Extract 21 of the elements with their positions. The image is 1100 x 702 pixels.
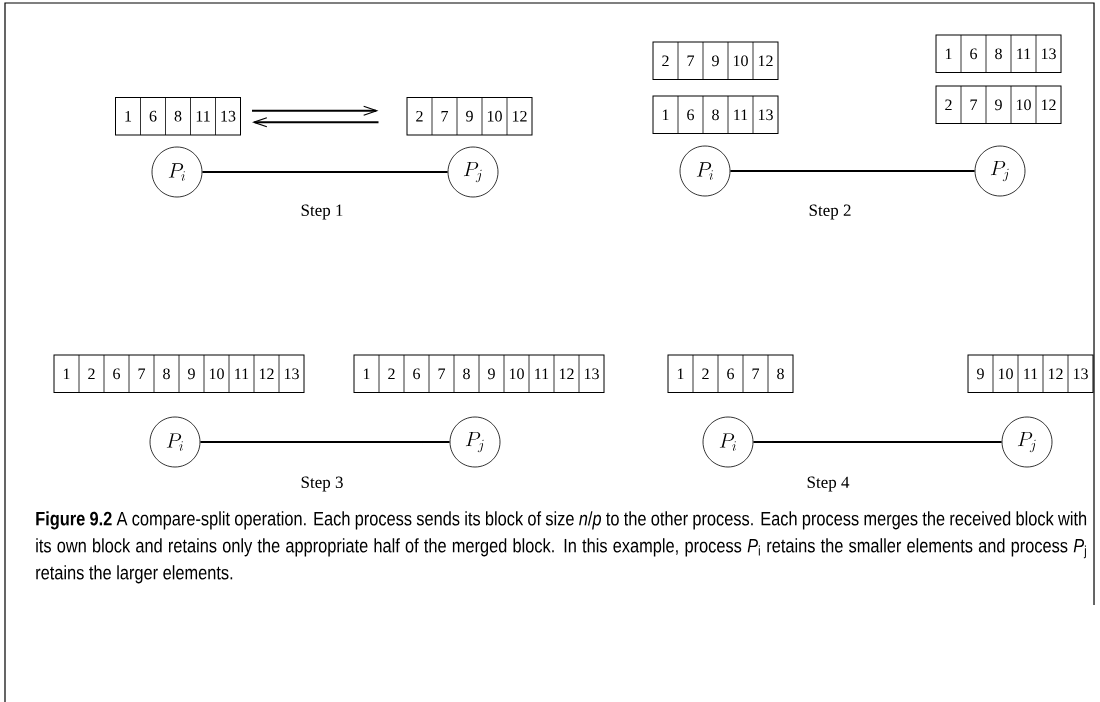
link-line	[752, 441, 1003, 443]
array-block: 2 7 9 10 12	[935, 85, 1062, 125]
arrow	[251, 105, 379, 116]
array-block: 1 2 6 7 8 9 10 11 12 13	[353, 354, 605, 394]
step-label: Step 4	[807, 476, 850, 492]
array-block: 1 2 6 7 8	[667, 354, 794, 394]
array-block: 9 10 11 12 13	[967, 354, 1094, 394]
step-label: Step 1	[301, 204, 343, 220]
arrow	[252, 117, 380, 128]
array-block: 2 7 9 10 12	[652, 41, 779, 81]
link-line	[201, 171, 449, 173]
array-block: 1 6 8 11 13	[935, 34, 1062, 74]
step-label: Step 2	[809, 204, 851, 220]
figure-caption: Figure 9.2 A compare-split operation. Each process sends its block of size n/p to the other process. Each process merges the received block with its own block and retains only the appropriate half of the merged block. In this example, process P$_{i}$ retains the smaller elements and process P$_{j}$ retains the larger elements.	[36, 511, 1087, 584]
array-block: 1 6 8 11 13	[115, 96, 241, 136]
array-block: 1 6 8 11 13	[652, 95, 779, 135]
link-line	[199, 441, 451, 443]
step-label: Step 3	[301, 476, 343, 492]
array-block: 1 2 6 7 8 9 10 11 12 13	[53, 354, 305, 394]
array-block: 2 7 9 10 12	[406, 96, 533, 136]
link-line	[729, 170, 976, 172]
